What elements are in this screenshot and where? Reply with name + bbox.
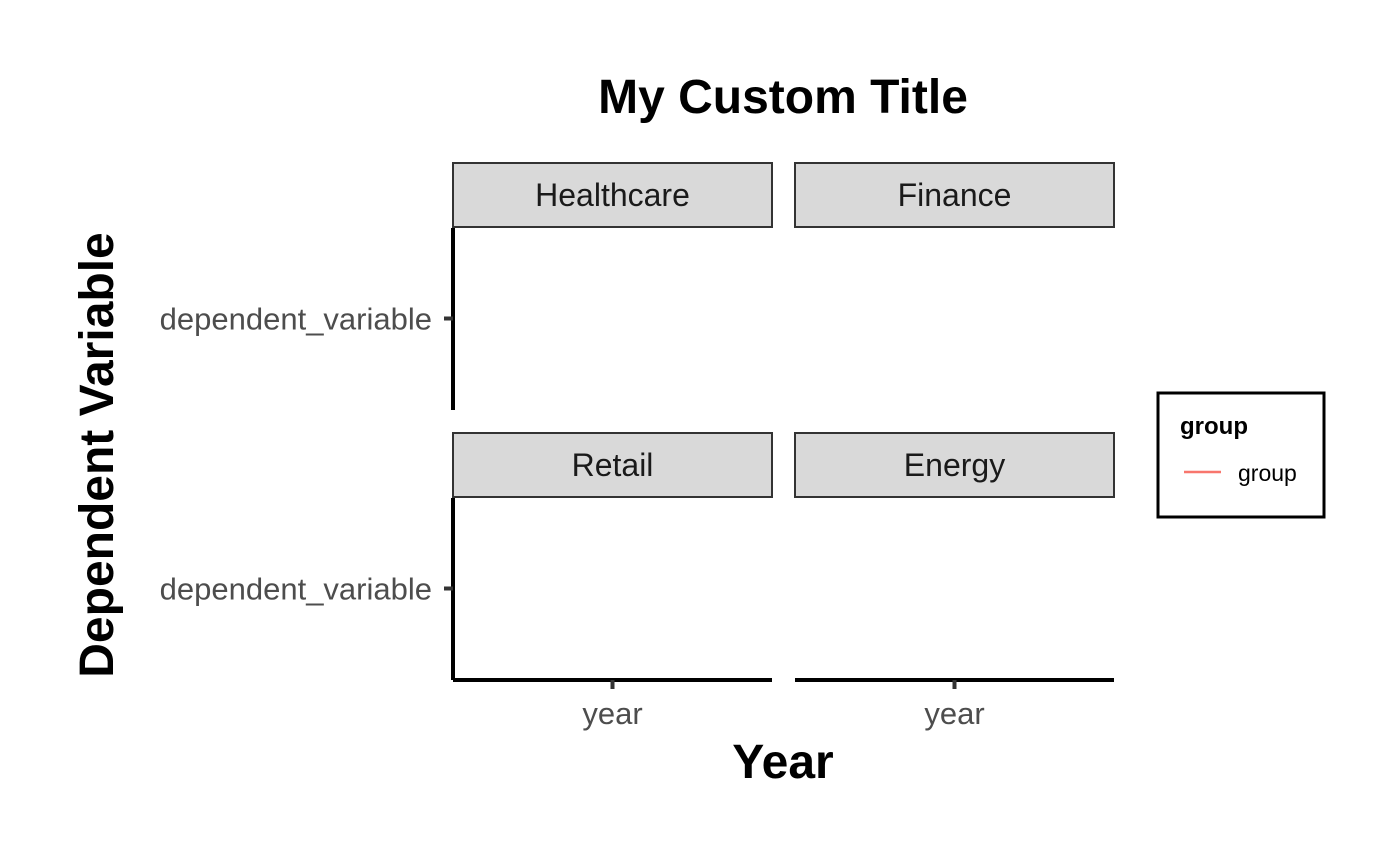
facet-panel-finance: Finance xyxy=(794,162,1115,228)
facet-strip-finance xyxy=(794,162,1115,228)
y-axis-title: Dependent Variable xyxy=(71,232,124,677)
facet-panel-energy: Energy year xyxy=(794,432,1115,731)
legend: group group xyxy=(1156,391,1326,519)
legend-title: group xyxy=(1180,413,1248,440)
facet-strip-retail xyxy=(452,432,773,498)
x-tick-label-retail: year xyxy=(582,696,642,731)
legend-entry-label: group xyxy=(1238,460,1297,486)
x-tick-label-energy: year xyxy=(924,696,984,731)
facet-strip-label-energy: Energy xyxy=(904,447,1005,483)
y-tick-label-healthcare: dependent_variable xyxy=(160,302,432,337)
facet-strip-label-healthcare: Healthcare xyxy=(535,177,690,213)
facet-strip-label-finance: Finance xyxy=(898,177,1012,213)
chart-title: My Custom Title xyxy=(598,71,968,124)
facet-strip-label-retail: Retail xyxy=(572,447,654,483)
facet-panels: Healthcare dependent_variable FinanceRetai… xyxy=(160,162,1115,731)
legend-box xyxy=(1156,391,1326,519)
facet-panel-healthcare: Healthcare dependent_variable xyxy=(160,162,773,410)
y-tick-label-retail: dependent_variable xyxy=(160,572,432,607)
x-axis-title: Year xyxy=(732,736,833,789)
facet-strip-energy xyxy=(794,432,1115,498)
facet-strip-healthcare xyxy=(452,162,773,228)
